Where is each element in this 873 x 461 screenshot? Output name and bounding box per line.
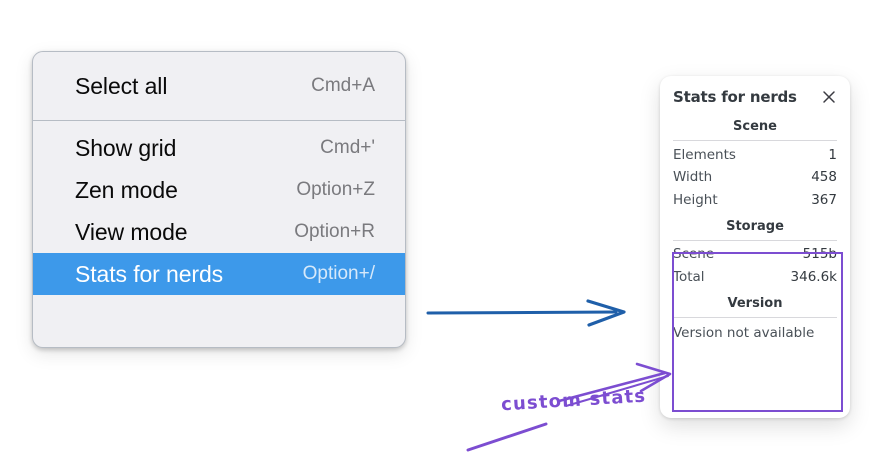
section-title-version: Version [727,295,783,311]
stats-panel-body: Scene Elements 1 Width 458 Height 367 St… [660,112,850,347]
version-status-text: Version not available [673,324,815,341]
menu-item-select-all[interactable]: Select all Cmd+A [33,65,405,107]
menu-item-shortcut: Option+Z [296,179,375,200]
table-row: Height 367 [673,189,837,212]
menu-separator [33,120,405,121]
row-value: 515b [802,246,837,263]
menu-item-shortcut: Cmd+' [320,137,375,158]
row-label: Elements [673,146,736,163]
purple-underline-stroke [466,422,548,452]
close-icon[interactable] [821,89,837,105]
menu-item-label: Zen mode [75,176,178,203]
custom-stats-annotation-label: custom stats [500,385,647,416]
menu-item-label: View mode [75,218,188,245]
table-row: Scene 515b [673,244,837,267]
row-value: 367 [811,191,837,208]
blue-arrow-icon [426,299,626,327]
row-label: Scene [673,246,715,263]
context-menu[interactable]: Select all Cmd+A Show grid Cmd+' Zen mod… [32,51,406,348]
menu-item-label: Stats for nerds [75,260,224,287]
table-row: Width 458 [673,167,837,190]
menu-item-label: Select all [75,72,168,99]
section-title-scene: Scene [733,119,777,134]
stats-for-nerds-panel: Stats for nerds Scene Elements 1 Width 4… [660,76,850,418]
row-value: 346.6k [790,268,837,285]
section-divider [673,239,837,241]
stats-panel-header: Stats for nerds [660,76,850,112]
row-label: Width [673,169,713,186]
table-row: Elements 1 [673,144,837,167]
row-label: Total [673,268,705,285]
menu-item-view-mode[interactable]: View mode Option+R [33,211,405,253]
menu-item-shortcut: Cmd+A [311,75,375,96]
menu-item-shortcut: Option+R [294,221,375,242]
menu-item-stats-for-nerds[interactable]: Stats for nerds Option+/ [33,253,405,295]
menu-item-show-grid[interactable]: Show grid Cmd+' [33,127,405,169]
stats-panel-title: Stats for nerds [673,88,797,106]
menu-item-label: Show grid [75,134,177,161]
row-label: Height [673,191,718,208]
table-row: Total 346.6k [673,266,837,289]
menu-group-2: Show grid Cmd+' Zen mode Option+Z View m… [33,121,405,301]
row-value: 1 [828,146,837,163]
section-title-storage: Storage [726,218,784,234]
section-divider [673,140,837,141]
row-value: 458 [811,169,837,186]
menu-item-shortcut: Option+/ [302,263,375,284]
menu-item-zen-mode[interactable]: Zen mode Option+Z [33,169,405,211]
menu-group-1: Select all Cmd+A [33,52,405,120]
section-divider [673,316,837,318]
